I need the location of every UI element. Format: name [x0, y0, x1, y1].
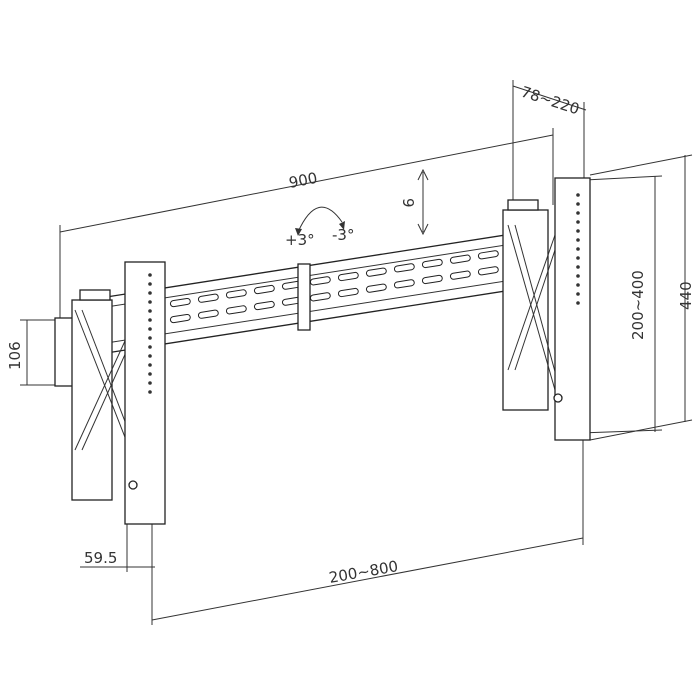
label-vertical-adjust: 9 [399, 198, 417, 208]
rail-slot [477, 250, 499, 260]
mounting-hole [148, 354, 152, 358]
rail-slot [421, 274, 443, 285]
rail-slot [337, 271, 359, 282]
rail-slot [169, 313, 191, 324]
mounting-hole [576, 193, 580, 197]
mounting-hole [576, 301, 580, 305]
rail-slot [197, 309, 219, 319]
mounting-hole [148, 300, 152, 304]
horizontal-rails [99, 233, 513, 355]
mounting-hole [576, 238, 580, 242]
rail-slot [225, 305, 247, 315]
label-horizontal-span: 200~800 [328, 557, 400, 587]
rail-slot [393, 279, 415, 289]
mounting-hole [148, 390, 152, 394]
mounting-hole [576, 220, 580, 224]
mounting-hole [148, 309, 152, 313]
mounting-hole [576, 211, 580, 215]
rail-slot [365, 283, 387, 293]
rail-slot [477, 266, 499, 276]
rail-slot [169, 297, 191, 308]
label-rail-height: 106 [6, 341, 24, 370]
mounting-hole [576, 247, 580, 251]
left-bracket [54, 261, 166, 525]
rail-slot [449, 254, 471, 264]
label-depth-range: 78~220 [519, 83, 582, 119]
rail-slot [337, 287, 359, 298]
mounting-hole [576, 274, 580, 278]
mounting-hole [576, 229, 580, 233]
right-bracket [502, 177, 591, 441]
mounting-hole [576, 256, 580, 260]
mounting-hole [148, 336, 152, 340]
mounting-hole [148, 381, 152, 385]
label-tilt-plus: +3° [285, 231, 315, 249]
mounting-hole [148, 363, 152, 367]
mounting-hole [576, 292, 580, 296]
rail-slot [253, 284, 275, 295]
mounting-hole [148, 282, 152, 286]
dimension-lines [20, 80, 693, 625]
mounting-hole [148, 291, 152, 295]
mounting-hole [576, 265, 580, 269]
label-plate-height: 440 [677, 281, 695, 310]
mounting-hole [148, 345, 152, 349]
rail-slot [449, 270, 471, 280]
rail-slot [421, 258, 443, 269]
label-overall-width: 900 [287, 169, 319, 192]
mounting-hole [148, 273, 152, 277]
mounting-hole [148, 372, 152, 376]
rail-slot [225, 289, 247, 299]
mounting-hole [148, 318, 152, 322]
rail-slot [253, 300, 275, 311]
label-plate-width: 59.5 [84, 549, 117, 567]
mounting-hole [148, 327, 152, 331]
rail-slot [393, 263, 415, 273]
mounting-hole [576, 283, 580, 287]
label-tilt-minus: -3° [332, 226, 354, 244]
label-plate-span: 200~400 [629, 270, 647, 340]
mounting-hole [576, 202, 580, 206]
rail-slot [197, 293, 219, 303]
rail-slot [365, 267, 387, 277]
